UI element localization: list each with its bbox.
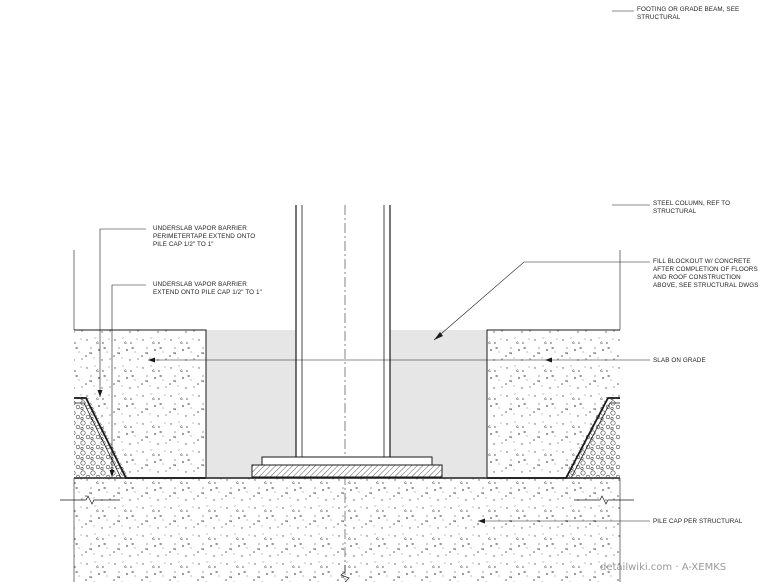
leader-lines: [97, 10, 650, 524]
slab-on-grade-right: [487, 330, 620, 477]
callout-pile-cap: PILE CAP PER STRUCTURAL: [653, 518, 743, 525]
callout-vapor-barrier: UNDERSLAB VAPOR BARRIER EXTEND ONTO PILE…: [153, 281, 262, 296]
callout-perimeter-tape: UNDERSLAB VAPOR BARRIER PERIMETERTAPE EX…: [153, 225, 257, 248]
callout-footing-beam: FOOTING OR GRADE BEAM, SEE STRUCTURAL: [637, 6, 741, 21]
steel-column: [295, 205, 391, 457]
base-plate: [251, 456, 443, 478]
pile-cap: [74, 478, 620, 582]
callout-slab-on-grade: SLAB ON GRADE: [653, 357, 706, 364]
callout-steel-column: STEEL COLUMN, REF TO STRUCTURAL: [653, 200, 732, 215]
watermark: detailwiki.com · A-XEMKS: [600, 562, 726, 573]
slab-on-grade-left: [74, 330, 206, 477]
callout-fill-blockout: FILL BLOCKOUT W/ CONCRETE AFTER COMPLETI…: [653, 258, 760, 289]
vapor-barrier-right: [487, 397, 620, 479]
vapor-barrier-left: [74, 397, 206, 479]
